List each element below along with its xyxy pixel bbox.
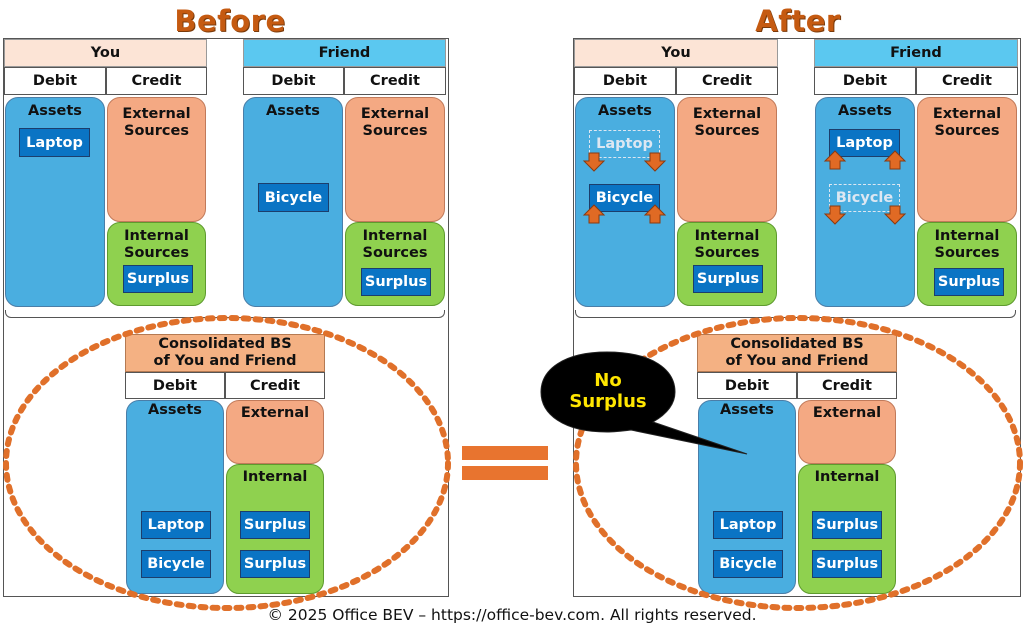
before-friend-credit-header: Credit [344,67,446,95]
after-you-credit-header: Credit [676,67,778,95]
before-cons-internal-label: Internal [242,469,308,485]
before-you-laptop: Laptop [19,128,90,157]
before-cons-bicycle: Bicycle [141,550,211,578]
after-friend-header: Friend [814,39,1018,67]
after-friend-bicycle-ghost: Bicycle [829,184,900,212]
before-friend-debit-header: Debit [243,67,344,95]
after-friend-credit-header: Credit [916,67,1018,95]
before-cons-assets-label: Assets [148,402,202,418]
after-cons-surplus-1: Surplus [812,511,882,539]
after-you-assets-label: Assets [598,103,652,119]
after-friend-laptop: Laptop [829,129,900,157]
before-you-external-box [107,97,206,222]
after-you-laptop-ghost: Laptop [589,130,660,158]
before-friend-surplus: Surplus [361,268,431,296]
after-heading: After [755,4,841,38]
before-brace [5,310,445,318]
before-you-assets-label: Assets [28,103,82,119]
equals-icon-bottom [462,466,548,480]
after-brace [575,310,1016,318]
before-you-surplus: Surplus [123,265,193,293]
before-cons-laptop: Laptop [141,511,211,539]
before-you-debit-header: Debit [4,67,106,95]
after-cons-internal-label: Internal [814,469,880,485]
after-friend-surplus: Surplus [934,268,1004,296]
before-friend-external-box [345,97,445,222]
before-friend-assets-label: Assets [266,103,320,119]
before-cons-external-label: External [240,405,310,421]
after-cons-laptop: Laptop [713,511,783,539]
speech-bubble-icon [540,351,748,455]
before-friend-header: Friend [243,39,446,67]
after-you-bicycle: Bicycle [589,184,660,212]
after-friend-external-box [917,97,1017,222]
copyright-footer: © 2025 Office BEV – https://office-bev.c… [267,606,757,624]
before-you-header: You [4,39,207,67]
after-you-header: You [574,39,778,67]
before-you-credit-header: Credit [106,67,207,95]
after-you-debit-header: Debit [574,67,676,95]
after-friend-debit-header: Debit [814,67,916,95]
after-cons-surplus-2: Surplus [812,550,882,578]
after-cons-bicycle: Bicycle [713,550,783,578]
before-cons-surplus-2: Surplus [240,550,310,578]
before-cons-debit-header: Debit [125,372,225,399]
before-cons-credit-header: Credit [225,372,325,399]
before-cons-surplus-1: Surplus [240,511,310,539]
before-friend-bicycle: Bicycle [258,183,329,212]
after-cons-external-label: External [812,405,882,421]
after-cons-credit-header: Credit [797,372,897,399]
after-friend-assets-label: Assets [838,103,892,119]
before-heading: Before [174,4,286,38]
equals-icon-top [462,446,548,460]
after-you-surplus: Surplus [693,265,763,293]
after-you-external-box [677,97,777,222]
